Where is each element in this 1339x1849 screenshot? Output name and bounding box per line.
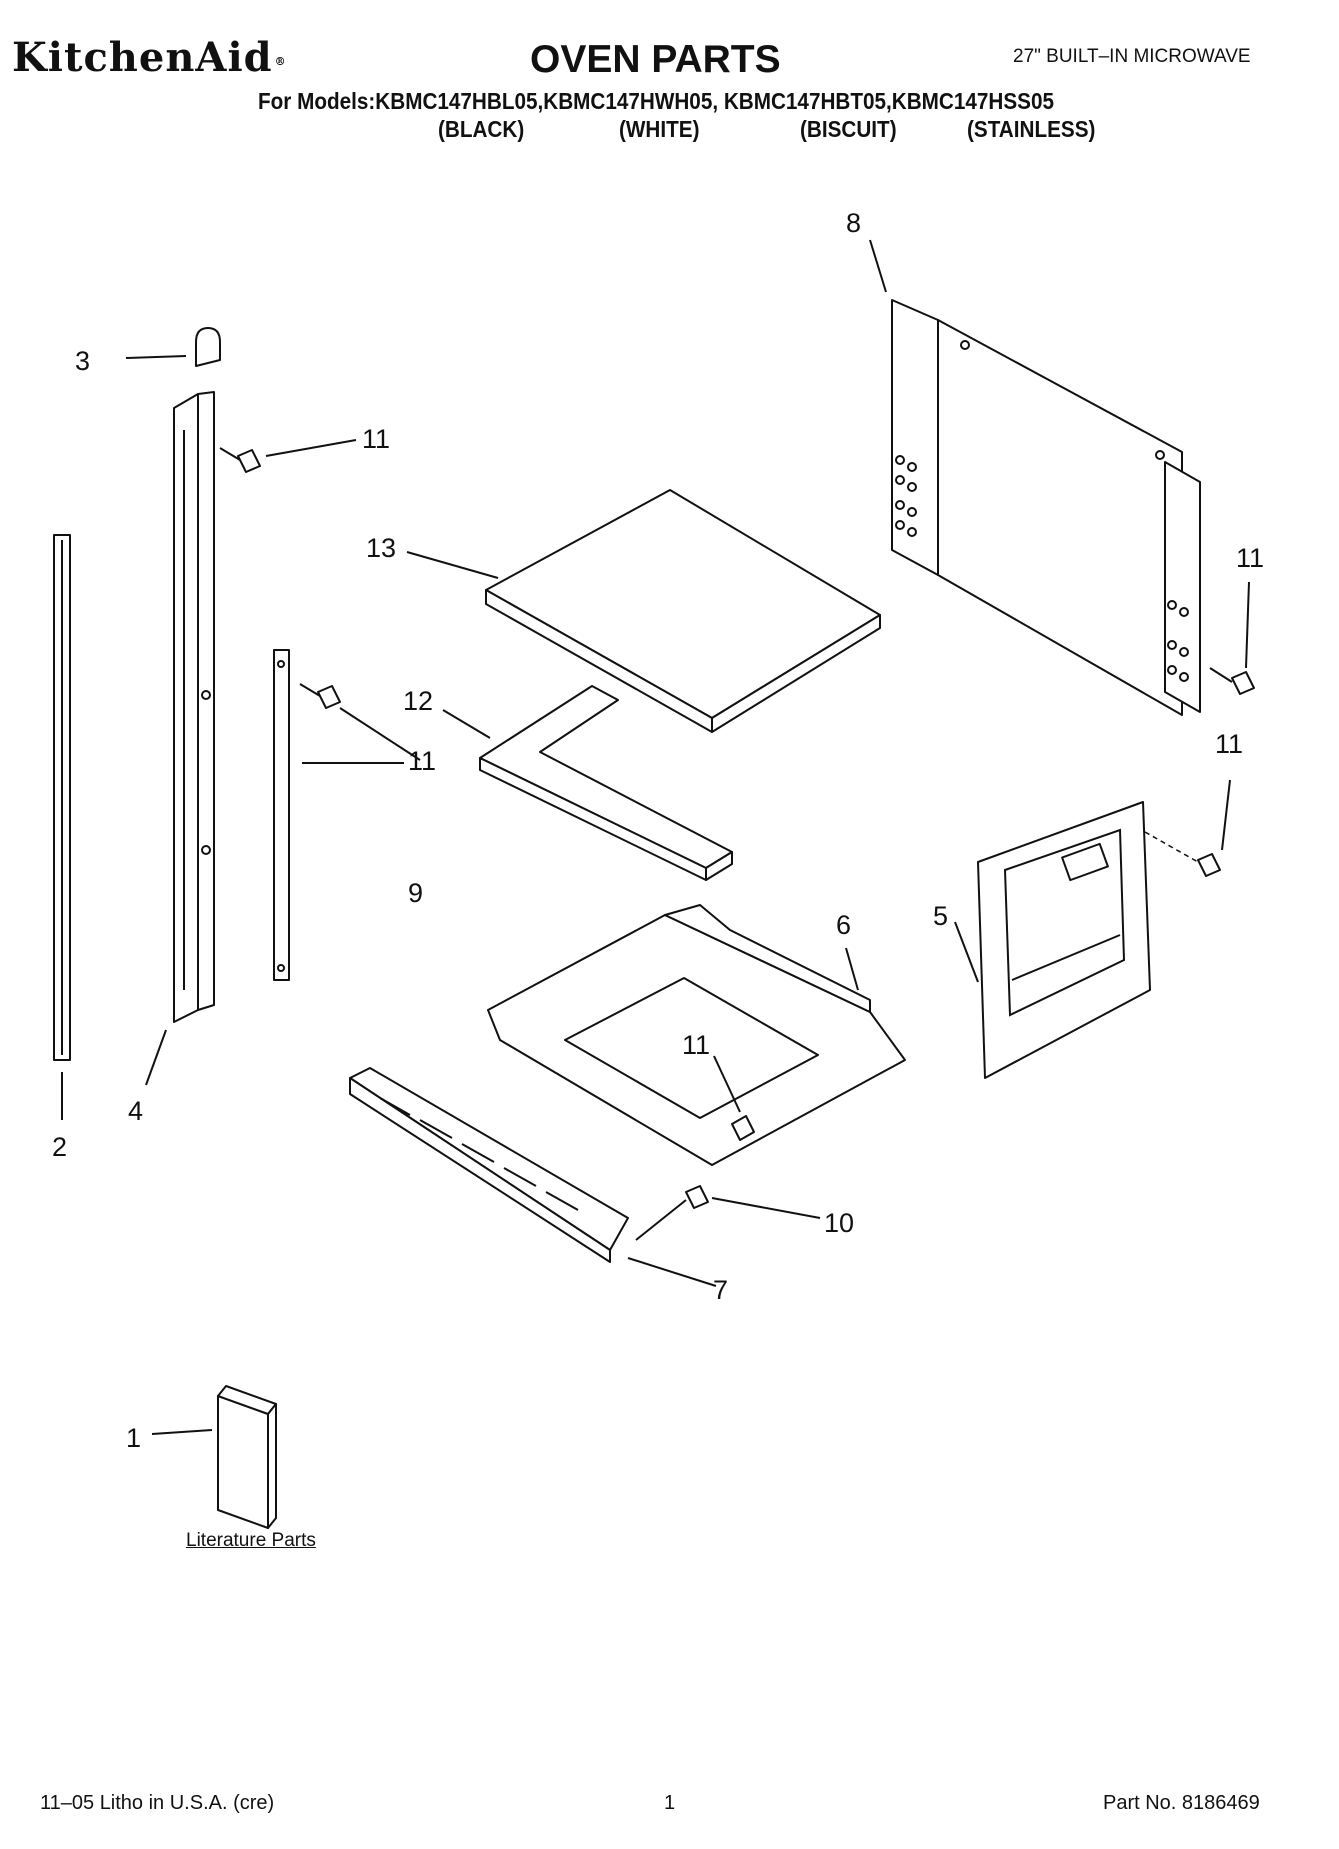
callout-11: 11 xyxy=(1236,543,1264,573)
part-7-vent-grille xyxy=(349,1067,629,1263)
footer-page-number: 1 xyxy=(664,1792,676,1814)
callout-11: 11 xyxy=(1215,729,1243,759)
screw-icon xyxy=(299,683,341,709)
callout-5: 5 xyxy=(933,901,948,931)
part-12-frame xyxy=(479,685,733,881)
part-13-panel xyxy=(485,489,881,733)
screw-icon xyxy=(731,1115,755,1141)
brand-name: KitchenAid xyxy=(12,34,273,81)
color-stainless: (STAINLESS) xyxy=(967,116,1096,142)
part-5-side-bracket xyxy=(977,801,1151,1079)
footer-part-number: Part No. 8186469 xyxy=(1103,1792,1260,1814)
part-1-literature xyxy=(217,1385,277,1529)
callout-11: 11 xyxy=(682,1030,710,1060)
brand-logo: KitchenAid® xyxy=(12,34,287,81)
leader-arrows xyxy=(61,239,1250,1435)
part-8-back-panel xyxy=(891,299,1201,716)
part-9-strip xyxy=(273,649,290,981)
callout-4: 4 xyxy=(128,1096,143,1126)
callout-9: 9 xyxy=(408,878,423,908)
part-6-tray xyxy=(487,904,906,1166)
page-title: OVEN PARTS xyxy=(530,38,781,81)
callout-13: 13 xyxy=(366,533,396,563)
callout-8: 8 xyxy=(846,208,861,238)
footer-litho: 11–05 Litho in U.S.A. (cre) xyxy=(40,1792,275,1814)
product-type: 27" BUILT–IN MICROWAVE xyxy=(1013,46,1251,67)
screw-icon xyxy=(219,447,261,473)
callout-2: 2 xyxy=(52,1132,67,1162)
color-white: (WHITE) xyxy=(619,116,700,142)
callout-11: 11 xyxy=(362,424,390,454)
part-3-cap xyxy=(195,327,221,367)
color-biscuit: (BISCUIT) xyxy=(800,116,897,142)
vent-holes xyxy=(895,455,1189,682)
callout-6: 6 xyxy=(836,910,851,940)
callout-12: 12 xyxy=(403,686,433,716)
screw-icon xyxy=(1209,667,1255,695)
color-black: (BLACK) xyxy=(438,116,525,142)
models-line: For Models:KBMC147HBL05,KBMC147HWH05, KB… xyxy=(258,88,1054,114)
callout-3: 3 xyxy=(75,346,90,376)
callout-10: 10 xyxy=(824,1208,854,1238)
registered-mark: ® xyxy=(274,54,287,68)
literature-parts-label: Literature Parts xyxy=(186,1530,316,1551)
screw-icon xyxy=(635,1185,709,1241)
part-4-side-rail xyxy=(173,391,215,1023)
part-2-trim-strip xyxy=(53,534,71,1061)
callout-11: 11 xyxy=(408,746,436,776)
callout-1: 1 xyxy=(126,1423,141,1453)
callout-7: 7 xyxy=(713,1275,728,1305)
screw-icon xyxy=(1144,831,1221,877)
